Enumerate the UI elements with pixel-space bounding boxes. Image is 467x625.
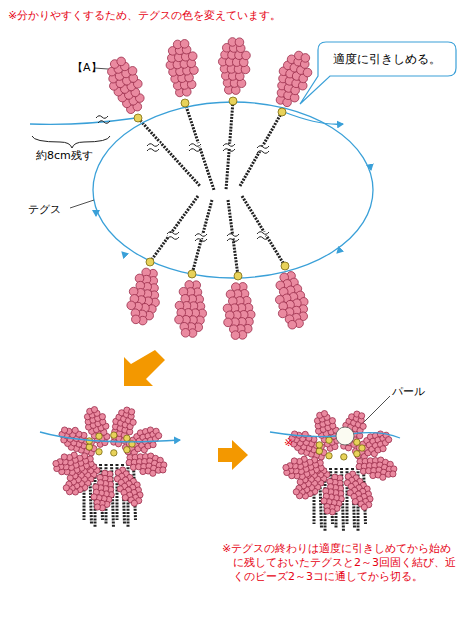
bead: [72, 427, 78, 433]
bead: [316, 448, 322, 454]
bead: [53, 460, 59, 466]
note: ※分かりやすくするため、テグスの色を変えています。: [8, 9, 281, 23]
bead: [61, 427, 67, 433]
bead: [293, 489, 299, 495]
gold-bead: [341, 454, 347, 460]
bead: [361, 504, 367, 510]
bead: [181, 329, 190, 338]
bead: [324, 508, 330, 514]
bead: [175, 315, 184, 324]
callout-text: 適度に引きしめる。: [333, 51, 441, 68]
gold-bead: [234, 272, 242, 280]
bead: [117, 57, 126, 66]
bead: [129, 409, 135, 415]
bead: [352, 499, 358, 505]
gold-bead: [188, 270, 196, 278]
gold-bead: [124, 435, 130, 441]
gold-bead: [354, 451, 360, 457]
gold-bead: [278, 108, 286, 116]
bead: [180, 40, 189, 49]
bead: [283, 464, 289, 470]
bead: [359, 413, 365, 419]
gold-bead: [316, 442, 322, 448]
gold-bead: [96, 433, 102, 439]
bead: [235, 38, 244, 47]
gold-bead: [326, 453, 332, 459]
bead: [303, 68, 312, 77]
gold-bead: [134, 114, 142, 122]
bead: [94, 504, 100, 510]
gold-bead: [359, 445, 365, 451]
bead: [63, 485, 69, 491]
bead: [231, 331, 240, 340]
callout-outline: [300, 42, 456, 104]
part-label: 約8cm残す: [36, 149, 93, 163]
part-label: ※: [284, 436, 293, 450]
bead: [156, 433, 162, 439]
bead: [127, 301, 136, 310]
callout-box: 適度に引きしめる。: [318, 42, 456, 76]
gold-bead: [124, 447, 130, 453]
gold-bead: [96, 449, 102, 455]
line-loop: [93, 102, 373, 278]
bead: [150, 442, 156, 448]
bead: [288, 320, 297, 329]
step-arrow: [218, 440, 248, 470]
beaded-wires: [138, 101, 285, 276]
gold-bead: [316, 448, 322, 454]
gold-bead: [281, 262, 289, 270]
gold-bead: [111, 432, 117, 438]
bead: [360, 423, 366, 429]
bead: [130, 419, 136, 425]
part-label: パール: [392, 385, 425, 399]
pearl: [336, 427, 354, 445]
bead: [242, 51, 251, 60]
bead: [321, 498, 327, 504]
gold-bead: [146, 258, 154, 266]
bead: [132, 315, 141, 324]
part-label: 【A】: [72, 61, 102, 75]
bead: [91, 494, 97, 500]
gold-bead: [326, 437, 332, 443]
bead: [380, 474, 386, 480]
gold-bead: [354, 439, 360, 445]
bead: [160, 467, 166, 473]
bead: [301, 54, 310, 63]
bead: [131, 500, 137, 506]
bead: [386, 437, 392, 443]
note: ※テグスの終わりは適度に引きしめてから始めに残しておいたテグスと2～3回固く結び…: [222, 542, 458, 584]
bead: [390, 471, 396, 477]
bead: [122, 495, 128, 501]
bead: [321, 411, 327, 417]
bead: [86, 444, 92, 450]
bead: [91, 407, 97, 413]
step-arrow: [124, 350, 165, 386]
bead: [380, 446, 386, 452]
bead: [150, 470, 156, 476]
gold-bead: [86, 444, 92, 450]
gold-bead: [229, 97, 237, 105]
gold-bead: [111, 450, 117, 456]
part-label: テグス: [28, 203, 61, 217]
gold-bead: [181, 99, 189, 107]
bead: [128, 67, 137, 76]
